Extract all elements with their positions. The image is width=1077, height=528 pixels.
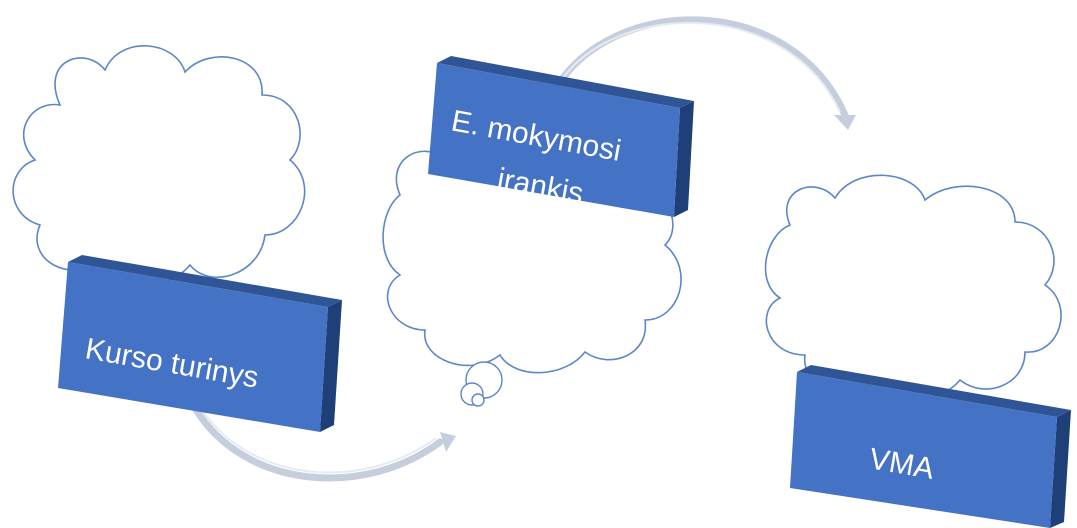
arrow-bottom: [191, 403, 456, 482]
cloud-left: [12, 45, 306, 286]
node-vma: VMA: [790, 365, 1071, 528]
thought-bubble-small: [471, 393, 485, 407]
node-e-mokymosi: E. mokymosi įrankis: [428, 56, 694, 217]
node-kurso-turinys: Kurso turinys: [58, 255, 342, 432]
cloud-right: [764, 174, 1062, 400]
arrow-top: [551, 16, 856, 130]
